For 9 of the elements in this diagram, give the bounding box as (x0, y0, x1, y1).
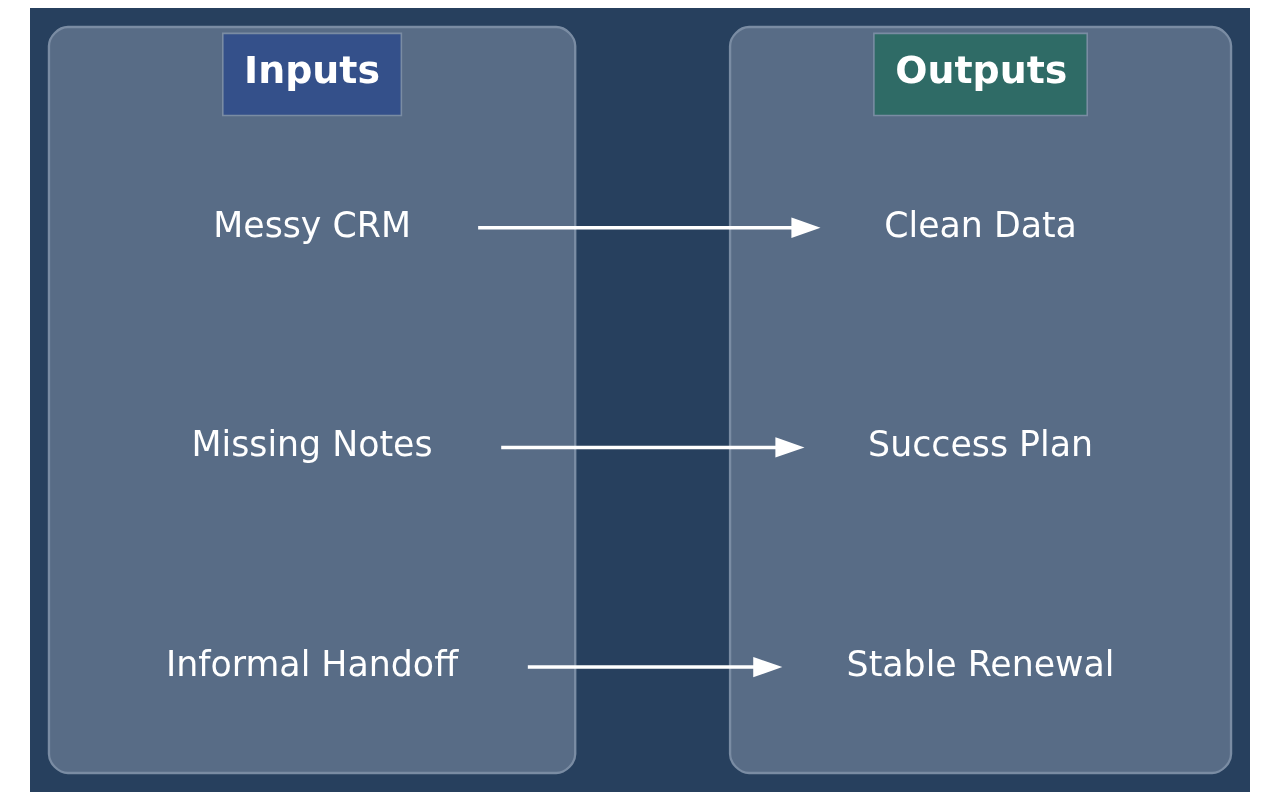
node-text: Informal Handoff (166, 643, 459, 684)
node-text: Messy CRM (213, 204, 411, 245)
arrow (527, 656, 783, 678)
node-text: Success Plan (868, 424, 1093, 465)
arrow (478, 217, 821, 238)
node-text: Stable Renewal (846, 643, 1115, 684)
node-text: Clean Data (884, 204, 1077, 245)
arrow (501, 437, 805, 458)
node-text: Missing Notes (191, 424, 433, 465)
